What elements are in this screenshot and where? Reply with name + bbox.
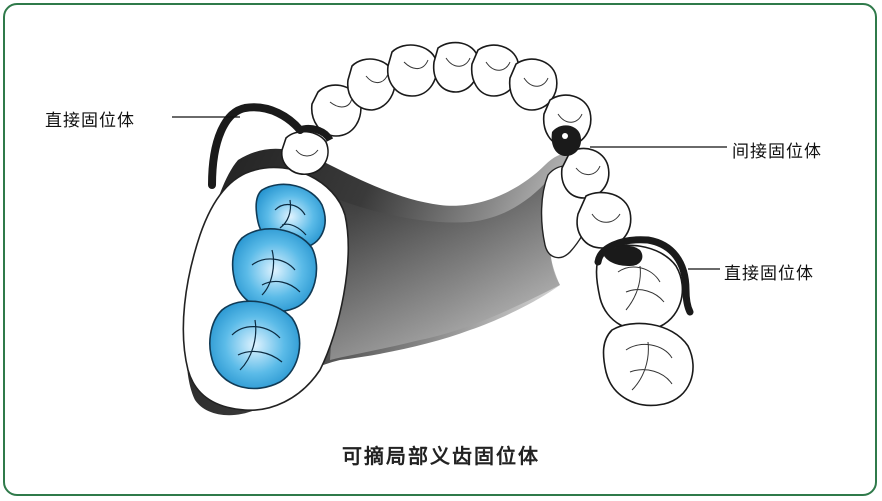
artificial-tooth-3 <box>210 301 300 388</box>
tooth-l1 <box>282 132 328 175</box>
tooth-r7 <box>604 323 694 405</box>
indirect-rest <box>552 125 581 156</box>
artificial-tooth-2 <box>233 229 317 312</box>
label-direct-retainer-left: 直接固位体 <box>45 106 135 131</box>
tooth-r4 <box>562 148 609 198</box>
tooth-l4 <box>388 45 437 96</box>
figure-caption: 可摘局部义齿固位体 <box>0 440 882 469</box>
label-direct-retainer-right: 直接固位体 <box>724 259 814 284</box>
label-indirect-retainer: 间接固位体 <box>732 137 822 162</box>
